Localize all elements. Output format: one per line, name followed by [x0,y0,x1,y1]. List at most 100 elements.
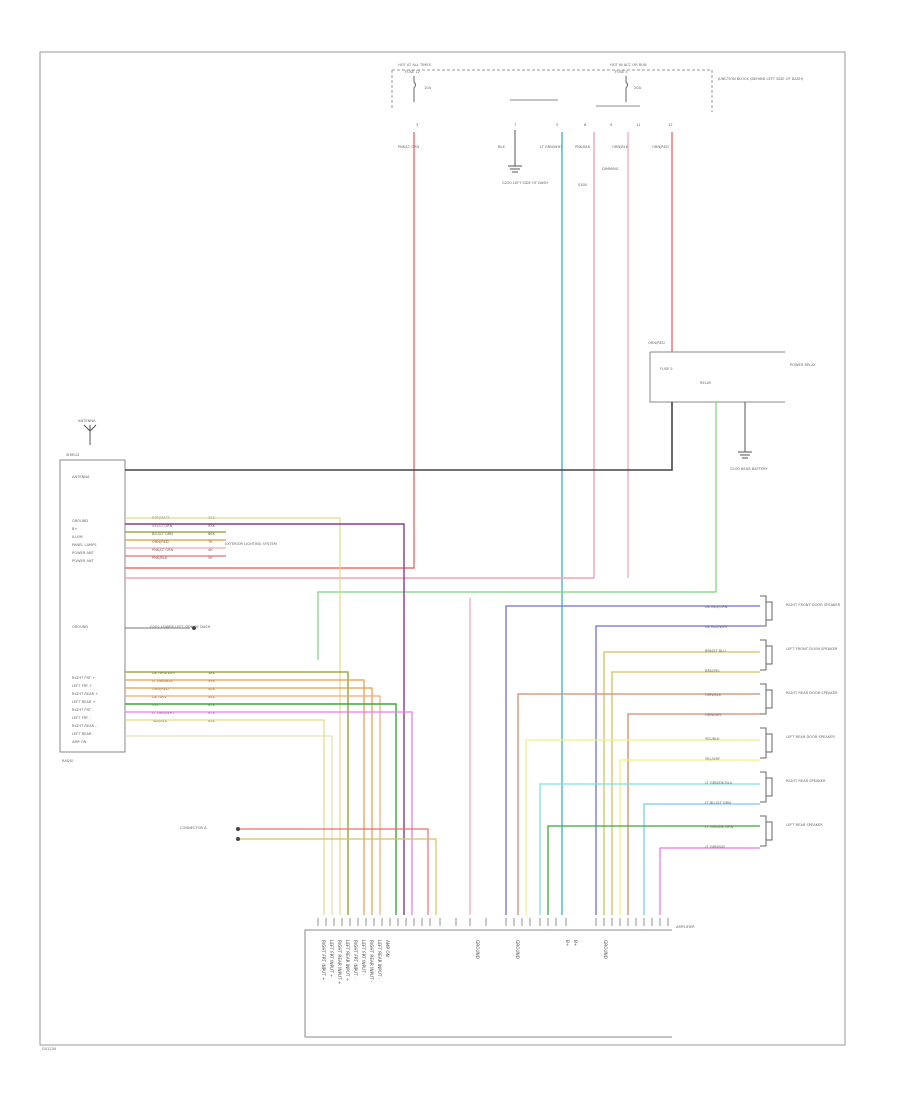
amp-extra-label: GROUND [603,940,608,959]
radio-wire-code: 86K [208,532,216,536]
speaker-wire-label: LT GRN/VIO [705,845,726,849]
diagram-frame [39,51,846,1046]
wire [517,693,760,915]
radio-pin: RIGHT FRT - [72,708,94,712]
radio-pin: ILLUM [72,535,83,539]
amp-function-label: LEFT FRT INPUT + [329,940,334,978]
speaker-wire-label: LT GRN/DK GRN [705,825,734,829]
amp-function-label: LEFT FRT INPUT - [361,940,366,976]
speaker-label: LEFT REAR SPEAKER [786,823,823,827]
radio-wire-label: DK GRN/WHT [152,671,177,675]
wire [125,523,405,915]
radio-wire-code: 40K [208,687,216,691]
fuse-right-label: HOT IN ACC OR RUN [610,63,647,67]
radio-wire-code: 65K [208,703,216,707]
speaker-label: RIGHT REAR DOOR SPEAKER [786,691,838,695]
radio-wire-code: 7K [208,540,213,544]
power-relay-wire: ORN/RED [648,341,665,345]
radio-wire-code: 67K [208,711,216,715]
wire [659,847,760,915]
speaker-icon [760,815,773,847]
speaker-label: RIGHT FRONT DOOR SPEAKER [786,603,841,607]
radio-wire-code: 69K [208,719,216,723]
wire [125,517,341,915]
amp-function-label: RIGHT REAR INPUT + [337,940,342,985]
speaker-label: LEFT REAR DOOR SPEAKER [786,735,835,739]
top-wire-label: PNK/BLK [575,145,591,149]
junction-pin: 11 [636,123,641,127]
wires [125,132,760,915]
amp-function-label: LEFT REAR INPUT - [377,940,382,980]
connector-a-label: CONNECTOR A [180,826,207,830]
wire [125,679,365,915]
wire [125,735,333,915]
junction-pin: 3 [416,123,418,127]
amplifier-label: AMPLIFIER [676,925,695,929]
radio-label: RADIO [62,759,74,763]
antenna: ANTENNA SHIELD [66,419,97,457]
wire [525,739,760,915]
wire [505,605,760,915]
radio-pin: LEFT REAR - [72,732,94,736]
wire [125,671,349,915]
junction-pin: 7 [514,123,516,127]
radio-wire-code: 38K [208,671,216,675]
top-splice-label: S300 [578,183,588,187]
wire [619,759,760,915]
top-wire-label: PNK/LT GRN [398,145,420,149]
junction-pin: 5 [556,123,558,127]
speaker-wire-label: ORN/BLK [705,693,722,697]
junction-pin: 12 [668,123,673,127]
radio-wire-code: 39K [208,679,216,683]
amp-function-label: B+ [565,940,570,947]
fuse-left-amps: 10A [424,86,432,90]
radio-wire-label: VIO [152,703,159,707]
radio-pin: POWER ANT [72,551,95,555]
wire [240,838,437,915]
power-relay-ground: G100 NEAR BATTERY [730,467,768,471]
junction-block: HOT AT ALL TIMES HOT IN ACC OR RUN FUSE … [391,63,804,187]
speaker-wire-label: LT GRN/DK BLU [705,781,733,785]
radio-wire-code: 4K [208,548,213,552]
top-wire-label: BLK [498,145,505,149]
radio-box [59,459,126,753]
wire [547,825,760,915]
radio-wire-code: 5K [208,556,213,560]
radio-pin: RIGHT REAR + [72,692,98,696]
connector-a: CONNECTOR A [180,826,240,841]
radio-pin: RIGHT FRT + [72,676,95,680]
wire [611,671,760,915]
speaker-wire-label: YEL/GRY [705,757,721,761]
fuse-left-label: HOT AT ALL TIMES [398,63,432,67]
speaker-wire-label: ORN/GRY [705,713,722,717]
antenna-label: ANTENNA [78,419,96,423]
radio-pin: PANEL LAMPS [72,543,97,547]
amp-function-label: LEFT REAR INPUT + [345,940,350,982]
wire [125,711,413,915]
radio-wire-label: LT GRN/WHT [152,711,175,715]
radio-pin: ANTENNA [72,475,90,479]
radio-pin: LEFT FRT - [72,716,91,720]
amp-function-label: RIGHT FRT INPUT + [321,940,326,981]
figure-id: G01234 [42,1047,57,1051]
speaker-wire-label: DK BLU/ORN [705,605,728,609]
power-relay-relay: RELAY [700,381,712,385]
radio-pin: AMP ON [72,740,87,744]
amp-function-label: RIGHT REAR INPUT - [369,940,374,983]
radio-wire-label: DK GRN [152,695,167,699]
wire [595,625,760,915]
amp-pins [317,918,669,926]
radio-pin: POWER ANT [72,559,95,563]
fuse-right-amps: 20A [634,86,642,90]
wire [317,402,717,660]
amp-function-label: AMP ON [385,940,390,957]
wire [125,132,595,579]
wire [125,695,381,915]
wire [125,703,397,915]
radio-wire-label: ORN/RED [152,687,169,691]
speaker-icon [760,683,773,715]
radio-wire-label: BLU/LT GRN [152,532,173,536]
speaker-icon [760,771,773,803]
